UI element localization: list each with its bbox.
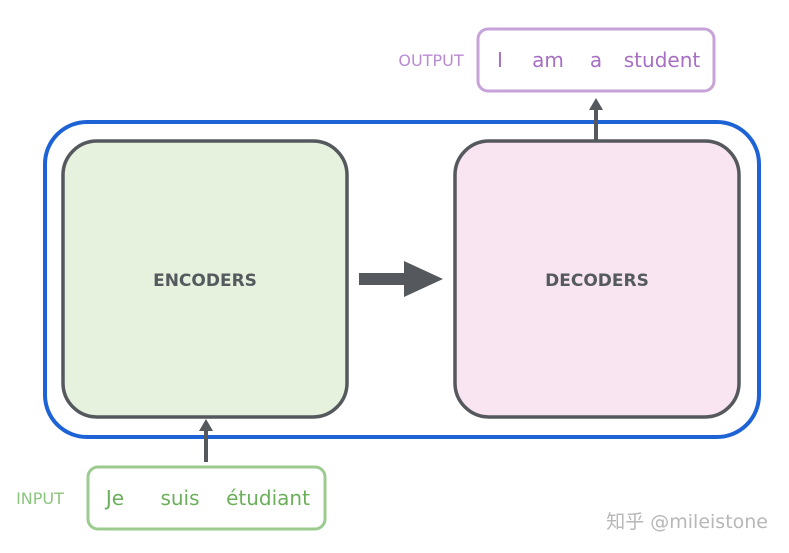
encoder-label: ENCODERS — [153, 271, 257, 291]
output-word: student — [624, 48, 701, 72]
input-word: étudiant — [226, 486, 310, 510]
input-to-encoder-arrow — [199, 419, 213, 462]
output-label: OUTPUT — [398, 51, 463, 70]
encoder-block — [61, 139, 349, 419]
decoder-to-output-arrow — [589, 98, 603, 142]
output-word: a — [590, 48, 602, 72]
output-word: am — [532, 48, 564, 72]
encoder-to-decoder-arrow — [359, 261, 443, 297]
output-word: I — [497, 48, 503, 72]
watermark-text: 知乎 @mileistone — [606, 511, 768, 533]
input-word: Je — [104, 486, 124, 510]
input-label: INPUT — [16, 489, 64, 508]
input-box — [86, 465, 327, 531]
input-word: suis — [160, 486, 199, 510]
output-box — [476, 27, 716, 93]
decoder-label: DECODERS — [545, 271, 649, 291]
model-container — [43, 120, 761, 439]
